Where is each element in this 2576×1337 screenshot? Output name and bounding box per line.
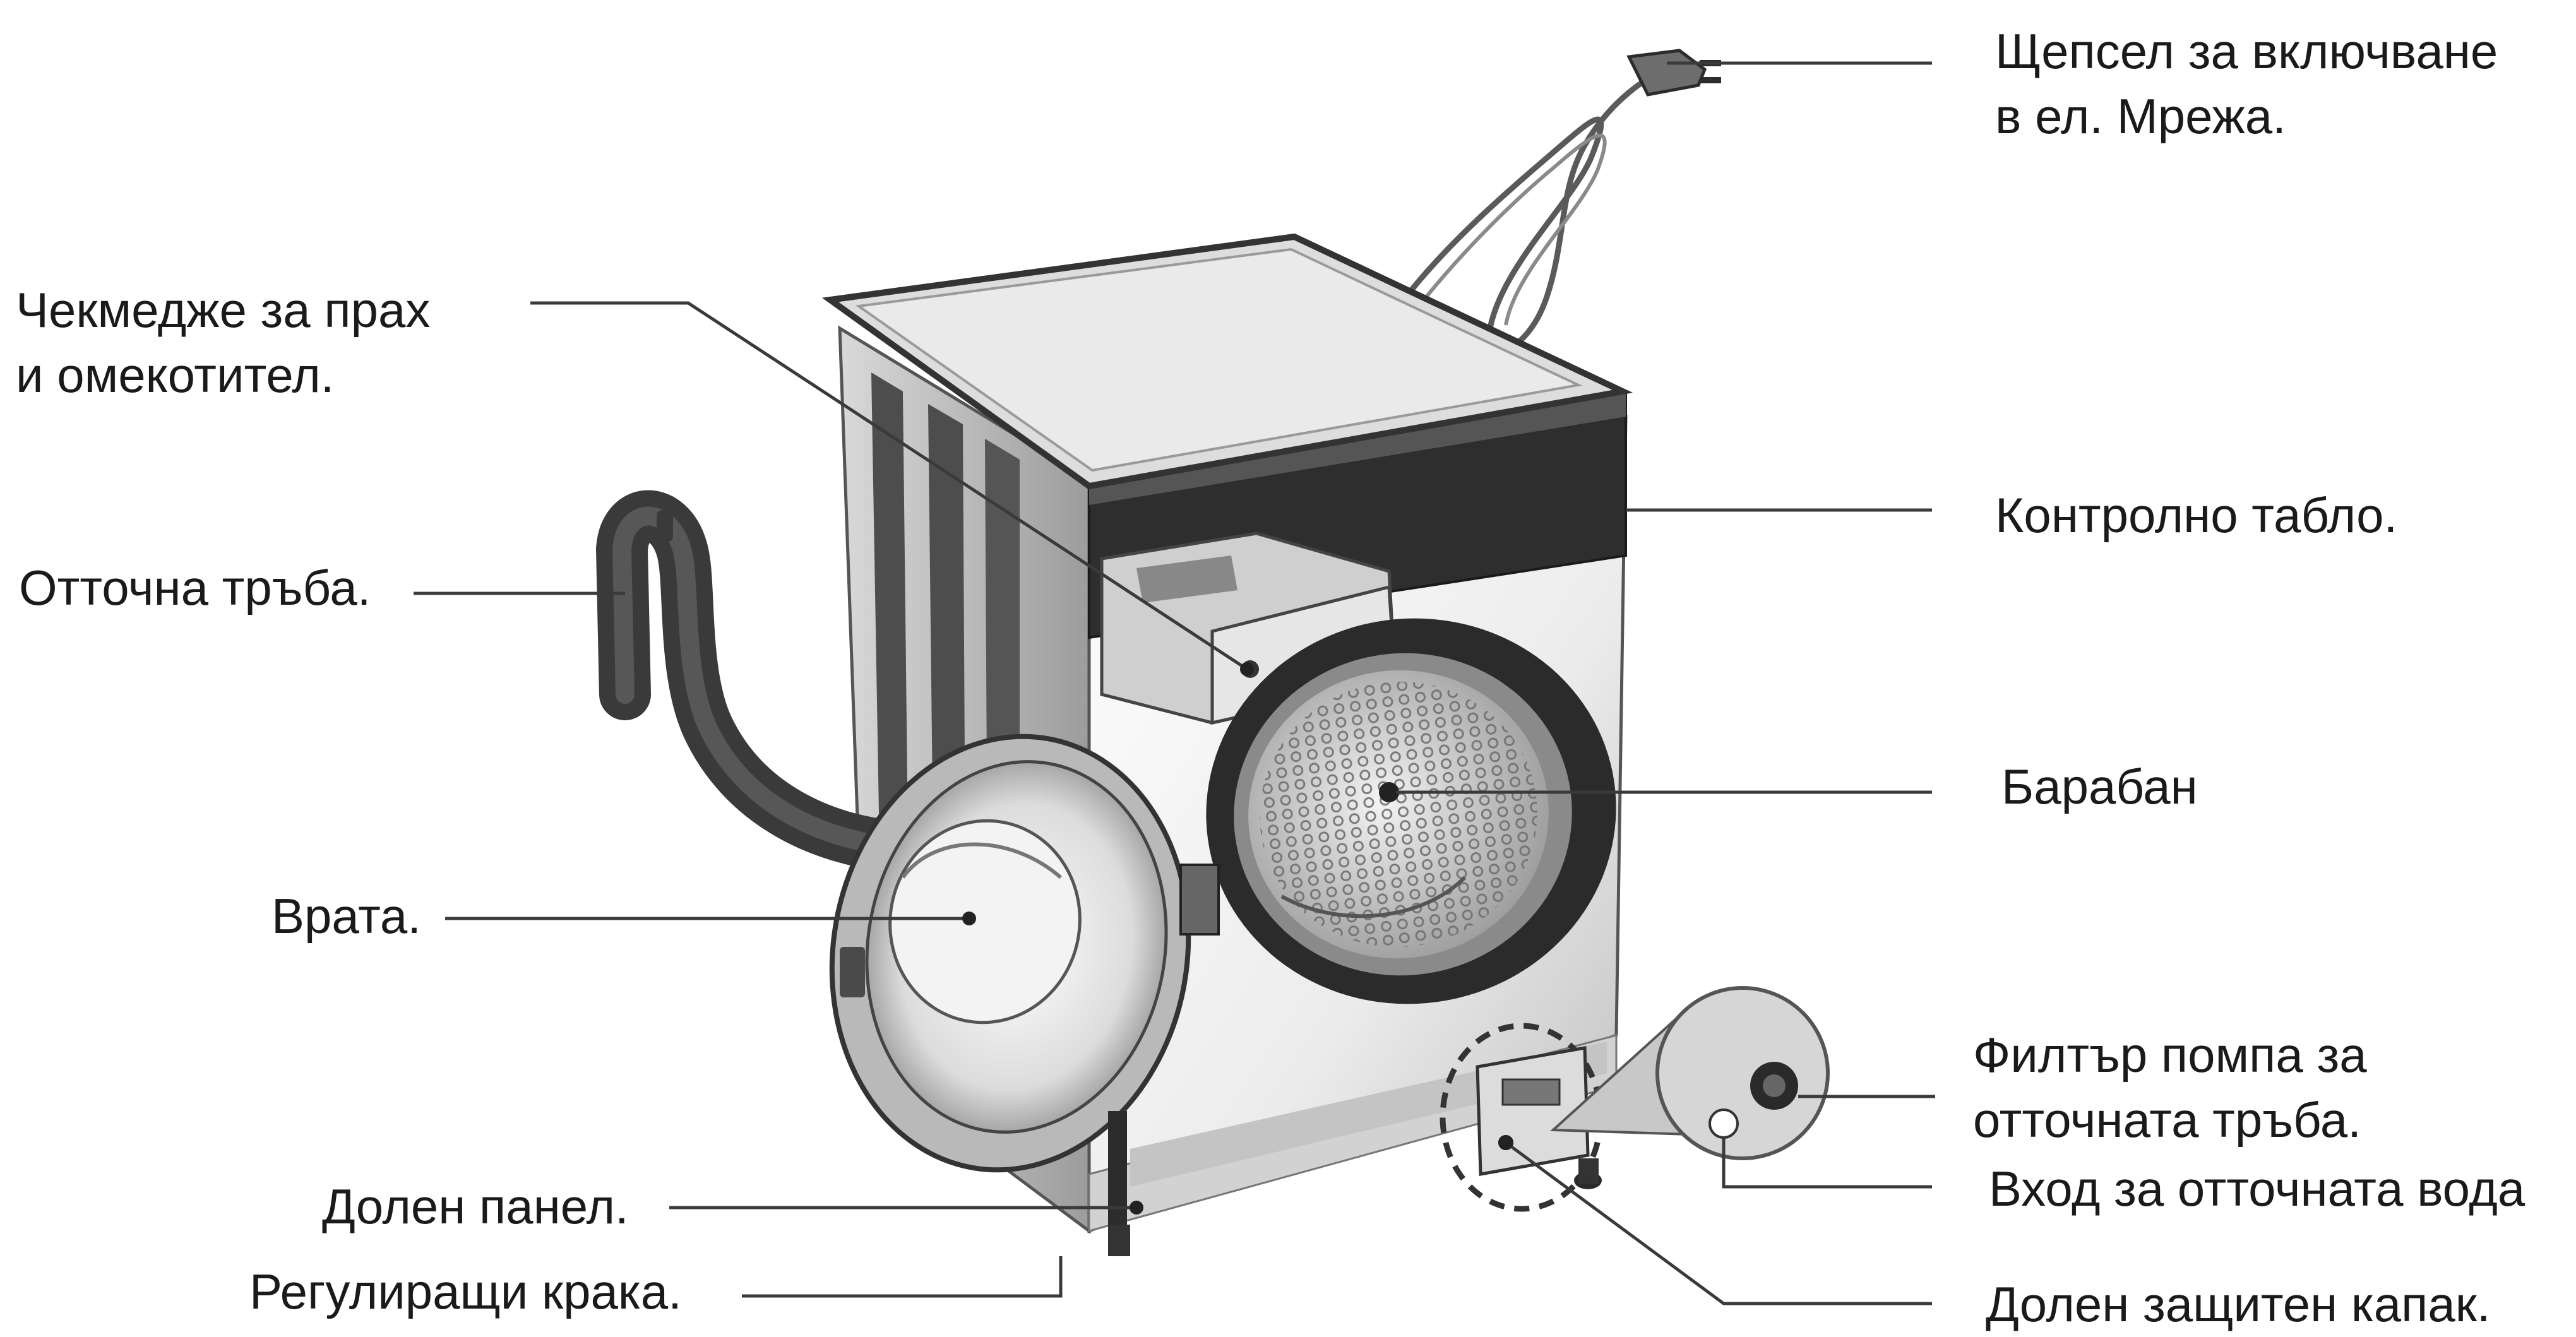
- label-adjustable-feet: Регулиращи крака.: [249, 1259, 682, 1324]
- leader-lower-cover: [1506, 1143, 1932, 1304]
- leader-feet: [742, 1256, 1061, 1296]
- label-lower-panel: Долен панел.: [322, 1174, 629, 1239]
- label-pump-filter: Филтър помпа за отточната тръба.: [1973, 1023, 2367, 1153]
- label-water-outlet: Вход за отточната вода: [1989, 1156, 2525, 1221]
- label-drum: Барабан: [2001, 754, 2198, 819]
- label-door: Врата.: [271, 884, 421, 949]
- power-plug: [1411, 51, 1721, 350]
- label-drawer: Чекмедже за прах и омекотител.: [16, 278, 430, 408]
- label-lower-cover: Долен защитен капак.: [1986, 1272, 2491, 1337]
- label-drain-hose: Отточна тръба.: [19, 556, 371, 621]
- label-plug: Щепсел за включване в ел. Мрежа.: [1995, 19, 2498, 149]
- label-control-panel: Контролно табло.: [1995, 483, 2397, 548]
